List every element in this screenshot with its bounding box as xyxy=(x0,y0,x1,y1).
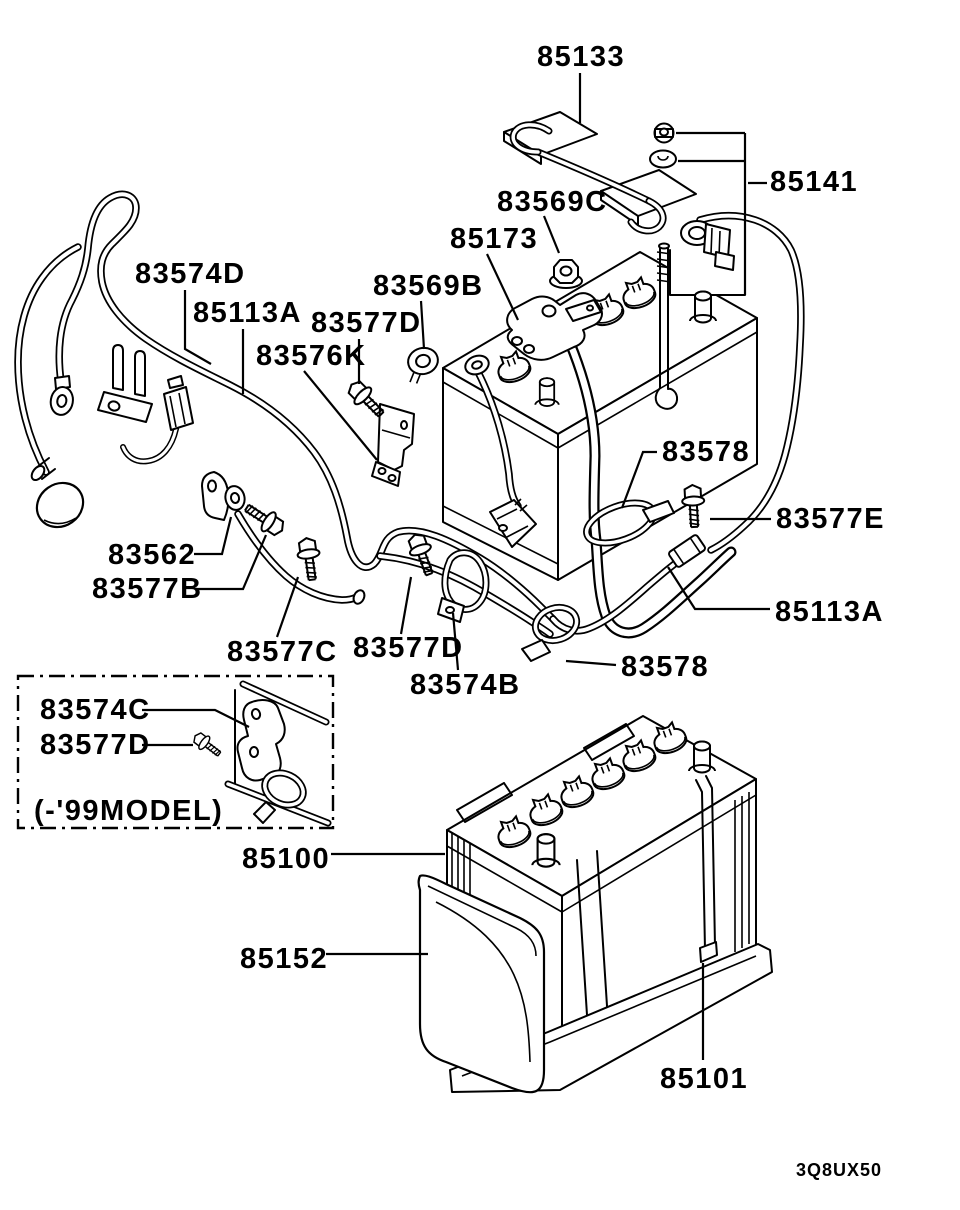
terminal-clamp-85141 xyxy=(669,220,746,324)
battery-strap-85133 xyxy=(503,111,697,231)
bracket-83576K xyxy=(371,403,415,487)
part-label-85113A-left: 85113A xyxy=(193,297,302,329)
terminal-nut-83569C xyxy=(549,259,583,289)
part-label-83574B: 83574B xyxy=(410,669,521,701)
part-label-83578-lower: 83578 xyxy=(621,651,709,683)
part-label-83577D-top: 83577D xyxy=(311,307,422,339)
model-note: (-'99MODEL) xyxy=(34,795,223,827)
leader-lines xyxy=(142,73,771,1060)
inset-box-99model xyxy=(16,674,335,830)
part-label-85152: 85152 xyxy=(240,943,328,975)
part-label-85113A-right: 85113A xyxy=(775,596,884,628)
part-labels: 85133 85141 83569C 85173 83574D 85113A 8… xyxy=(34,41,885,1180)
cable-boot xyxy=(30,457,85,529)
connector-plug xyxy=(489,498,537,548)
ground-cable-end xyxy=(352,589,366,605)
part-label-83577D-mid: 83577D xyxy=(353,632,464,664)
hold-down-rod-85101 xyxy=(695,775,718,963)
tie-83578-lower xyxy=(521,603,581,662)
part-label-85173: 85173 xyxy=(450,223,538,255)
connector-left xyxy=(163,375,194,431)
battery-cover-85152 xyxy=(417,874,546,1094)
part-label-83577E: 83577E xyxy=(776,503,885,535)
diagram-code: 3Q8UX50 xyxy=(796,1160,882,1180)
part-label-83574D: 83574D xyxy=(135,258,246,290)
part-label-83576K: 83576K xyxy=(256,340,367,372)
j-bolt xyxy=(654,242,679,410)
part-label-85101: 85101 xyxy=(660,1063,748,1095)
part-label-83562: 83562 xyxy=(108,539,196,571)
part-label-83577C: 83577C xyxy=(227,636,338,668)
part-label-85141: 85141 xyxy=(770,166,858,198)
clamp-83574B xyxy=(437,549,490,623)
nut-icon xyxy=(653,122,675,144)
ring-terminal-left xyxy=(49,375,74,416)
part-label-83569B: 83569B xyxy=(373,270,484,302)
grommet-83569B xyxy=(407,346,439,384)
part-label-85100: 85100 xyxy=(242,843,330,875)
ring-terminal-battery xyxy=(464,354,490,376)
part-label-83577D-inset: 83577D xyxy=(40,729,151,761)
clamp-83578-upper xyxy=(583,499,675,547)
cable-sleeve xyxy=(668,534,706,568)
battery-terminal-85173 xyxy=(506,292,603,361)
washer-icon xyxy=(649,149,677,169)
part-label-83577B: 83577B xyxy=(92,573,203,605)
clamp-inset xyxy=(253,769,307,824)
part-label-83574C: 83574C xyxy=(40,694,151,726)
bracket-83574C xyxy=(236,699,286,782)
part-label-85133: 85133 xyxy=(537,41,625,73)
part-label-83578-upper: 83578 xyxy=(662,436,750,468)
part-label-83569C: 83569C xyxy=(497,186,608,218)
bracket-83574D xyxy=(97,344,153,423)
bracket-83562 xyxy=(201,471,246,521)
